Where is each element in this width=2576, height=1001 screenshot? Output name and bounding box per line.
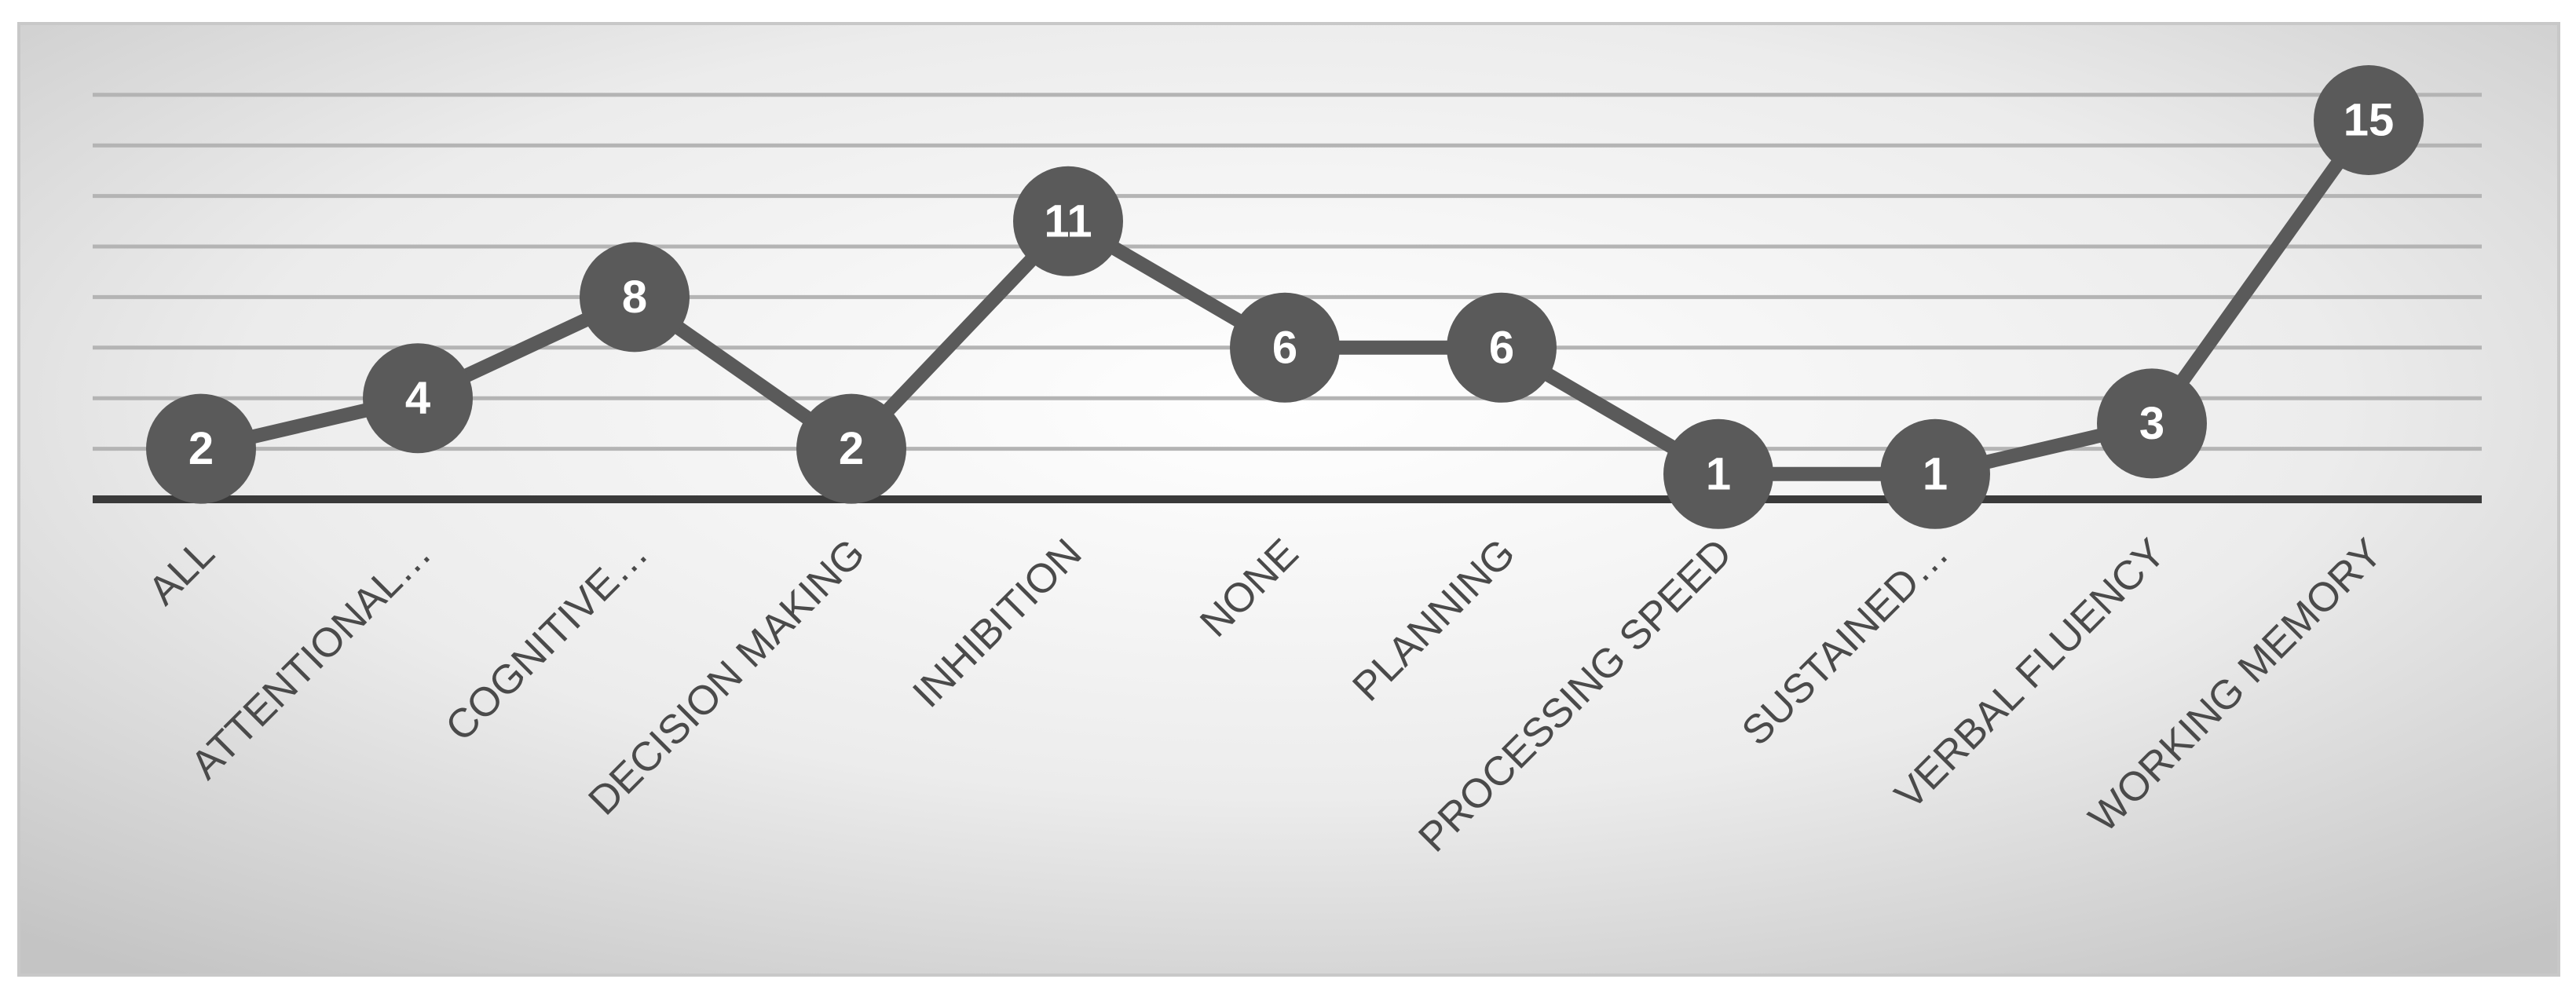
data-marker [796,393,906,504]
data-point: 8 [580,242,690,353]
data-point: 3 [2097,368,2207,479]
data-marker [146,393,256,504]
data-marker [2097,368,2207,479]
data-marker [1880,418,1990,529]
data-label: 8 [622,272,647,323]
data-point: 4 [363,343,473,454]
data-point: 2 [796,393,906,504]
data-marker [1230,292,1340,403]
data-label: 2 [188,423,214,474]
data-label: 6 [1272,322,1297,373]
data-label: 4 [405,373,430,424]
data-point: 1 [1880,418,1990,529]
data-point: 1 [1663,418,1773,529]
data-point: 11 [1013,166,1123,276]
data-label: 6 [1489,322,1514,373]
data-label: 1 [1706,448,1731,499]
data-marker [1447,292,1557,403]
data-point: 15 [2314,65,2424,175]
data-marker [580,242,690,353]
data-point: 6 [1230,292,1340,403]
data-marker [1013,166,1123,276]
data-label: 15 [2344,95,2395,146]
data-point: 2 [146,393,256,504]
data-label: 2 [839,423,864,474]
data-label: 3 [2139,398,2164,449]
data-label: 11 [1044,195,1092,247]
data-point: 6 [1447,292,1557,403]
gridlines [93,93,2482,503]
data-marker [363,343,473,454]
data-marker [2314,65,2424,175]
data-label: 1 [1923,448,1948,499]
data-marker [1663,418,1773,529]
